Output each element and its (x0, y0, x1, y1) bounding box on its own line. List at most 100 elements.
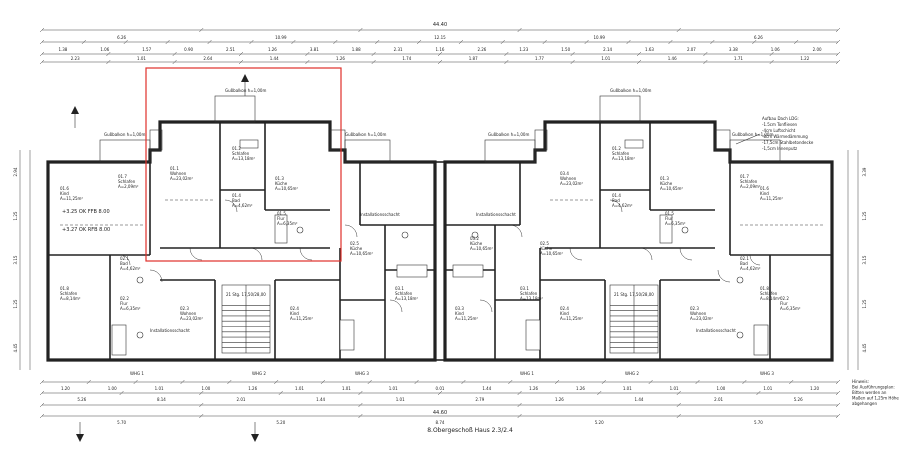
top-dim-r3-3: 2.64 (203, 56, 212, 61)
top-dim-r2-7: 3.81 (310, 47, 319, 52)
stair-left-label: 21 Stg. 17,50/28,00 (226, 292, 266, 297)
room-number: 01.8 (760, 286, 769, 291)
room-type: Kind (290, 311, 299, 316)
top-dim-r2-11: 2.26 (477, 47, 486, 52)
bottom-dim-r1-3: 1.01 (155, 386, 164, 391)
room-area: A=23,02m² (690, 316, 713, 321)
top-dim-r2-13: 1.50 (561, 47, 570, 52)
bottom-overall-dimension: 44.60 (433, 410, 447, 416)
right-dim-3: 3.15 (862, 255, 867, 264)
left-dim-5: 4.45 (13, 343, 18, 352)
right-dimension-chain: 3.391.253.151.254.45 (847, 150, 867, 370)
room-area: A=4,62m² (232, 203, 253, 208)
room-type: Küche (470, 241, 483, 246)
room-area: A=11,25m² (760, 196, 783, 201)
room-area: A=8,14m² (760, 296, 781, 301)
top-dim-r2-2: 1.06 (100, 47, 109, 52)
room-type: Wohnen (170, 171, 187, 176)
room-number: 02.4 (560, 306, 569, 311)
top-dim-r3-8: 1.77 (535, 56, 544, 61)
top-dim-r1-2: 10.99 (275, 35, 287, 40)
room-number: 02.5 (540, 241, 549, 246)
roof-legend-line-3: -4cm Luftschicht (762, 128, 796, 133)
level-note-ffb: +3.25 OK FFB 8.00 (62, 209, 110, 215)
room-number: 01.2 (232, 146, 241, 151)
room-type: Schlafen (520, 291, 538, 296)
top-dim-r2-15: 1.63 (645, 47, 654, 52)
room-area: A=2,09m² (740, 184, 761, 189)
right-dim-4: 1.25 (862, 299, 867, 308)
room-type: Wohnen (690, 311, 707, 316)
top-dim-r1-4: 10.99 (593, 35, 605, 40)
shaft-label-left: Installationsschacht (360, 212, 400, 217)
room-area: A=23,02m² (170, 176, 193, 181)
room-area: A=4,62m² (740, 266, 761, 271)
room-type: Flur (665, 216, 673, 221)
room-number: 01.2 (612, 146, 621, 151)
room-number: 01.1 (170, 166, 179, 171)
bottom-dim-r1-1: 1.20 (61, 386, 70, 391)
unit-label-6: WHG 3 (760, 371, 774, 376)
shaft-label-right-2: Installationsschacht (696, 328, 736, 333)
room-type: Flur (120, 301, 128, 306)
bottom-dim-r1-17: 1.20 (810, 386, 819, 391)
left-dim-1: 2.94 (13, 167, 18, 176)
room-number: 01.7 (118, 174, 127, 179)
bottom-dim-r1-5: 1.26 (248, 386, 257, 391)
bottom-dim-r2-8: 1.44 (635, 397, 644, 402)
room-area: A=6,35m² (120, 306, 141, 311)
roof-legend: Aufbau Dach LDG:-1.5cm Tonfliesen-4cm Lu… (735, 116, 814, 151)
section-marker-top-left (71, 106, 79, 128)
room-area: A=10,65m² (540, 251, 563, 256)
room-area: A=11,25m² (560, 316, 583, 321)
interior-walls-right (445, 122, 832, 360)
room-area: A=13,18m² (612, 156, 635, 161)
top-dim-r2-14: 2.14 (603, 47, 612, 52)
bottom-dim-r1-11: 1.26 (529, 386, 538, 391)
bottom-dim-r2-4: 1.44 (316, 397, 325, 402)
top-dim-r2-18: 1.06 (771, 47, 780, 52)
room-area: A=11,25m² (60, 196, 83, 201)
room-type: Schlafen (118, 179, 136, 184)
top-dim-r3-9: 1.01 (601, 56, 610, 61)
room-number: 03.1 (520, 286, 529, 291)
room-area: A=2,09m² (118, 184, 139, 189)
room-type: Kind (455, 311, 464, 316)
stair-right: 21 Stg. 17,50/28,00 (609, 284, 659, 354)
bottom-dim-r2-6: 2.79 (475, 397, 484, 402)
room-area: A=6,35m² (665, 221, 686, 226)
hidden-lines (60, 199, 825, 226)
bottom-dim-r3-2: 5.20 (276, 420, 285, 425)
room-area: A=10,65m² (350, 251, 373, 256)
top-dim-r3-5: 1.26 (336, 56, 345, 61)
bottom-dim-r1-16: 1.01 (763, 386, 772, 391)
unit-labels: WHG 1 WHG 2 WHG 3 WHG 1 WHG 2 WHG 3 (130, 371, 774, 376)
room-type: Kind (60, 191, 69, 196)
room-number: 02.4 (290, 306, 299, 311)
level-note-rfb: +3.27 OK RFB 8.00 (62, 227, 110, 233)
balconies: Gußbalkon h=1,00m Gußbalkon h=1,00m Gußb… (99, 88, 781, 163)
room-number: 03.2 (470, 236, 479, 241)
room-number: 01.6 (60, 186, 69, 191)
room-type: Schlafen (395, 291, 413, 296)
room-number: 01.7 (740, 174, 749, 179)
section-marker-bottom-center (251, 422, 259, 442)
top-dim-r1-1: 6.26 (117, 35, 126, 40)
left-dim-2: 1.25 (13, 211, 18, 220)
bottom-dim-r2-9: 2.01 (714, 397, 723, 402)
room-number: 02.2 (120, 296, 129, 301)
roof-legend-line-4: -8cm Wärmedämmung (762, 134, 808, 139)
room-type: Bad (232, 198, 240, 203)
door-swings (119, 199, 761, 313)
room-number: 02.1 (120, 256, 129, 261)
unit-label-5: WHG 2 (625, 371, 639, 376)
